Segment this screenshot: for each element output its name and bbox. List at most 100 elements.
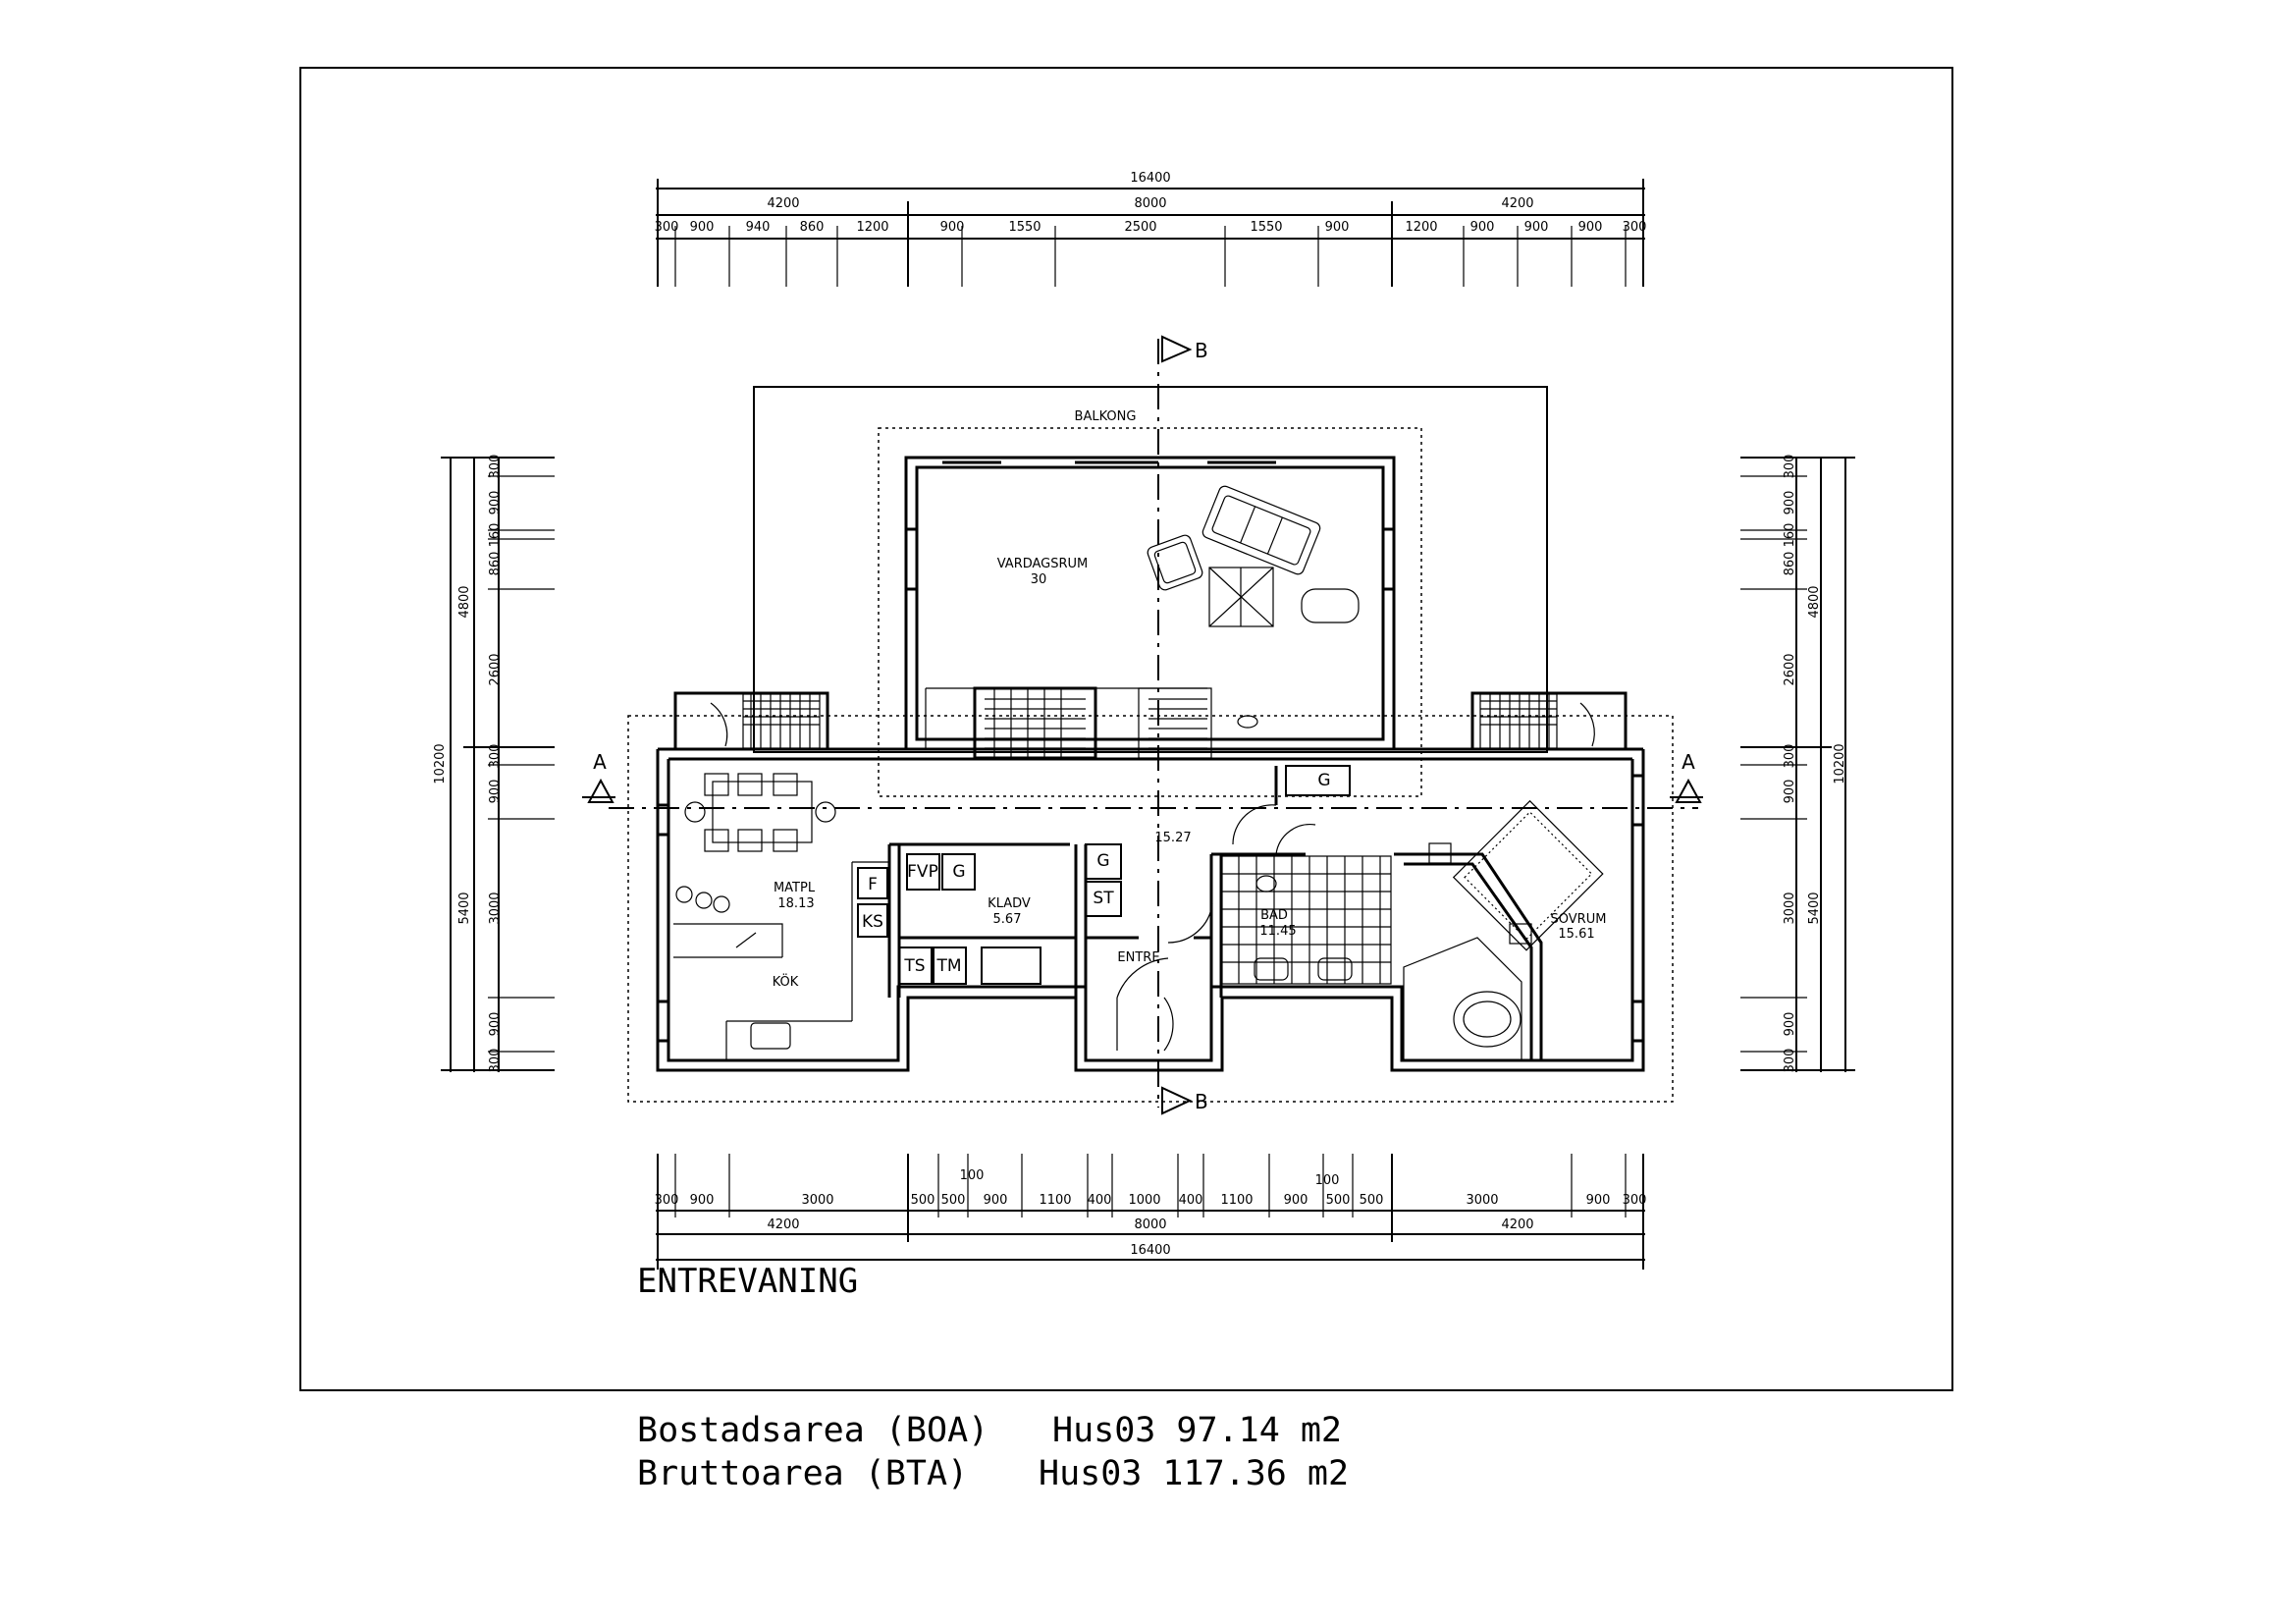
- dim-bottom-detail: 1000: [1128, 1193, 1160, 1208]
- main-block-walls: [656, 691, 1645, 1072]
- bedroom-bed: [1428, 799, 1604, 951]
- stair-main: [925, 686, 1258, 760]
- dim-bottom-mid: 4200: [767, 1217, 799, 1232]
- dim-right-mid: 5400: [1807, 892, 1822, 924]
- upper-overhang: [878, 427, 1422, 797]
- interior-partitions: [887, 766, 1543, 1060]
- dim-right-detail: 300: [1783, 1049, 1797, 1073]
- dim-top-detail: 1200: [856, 220, 888, 235]
- room-area-kladv: 5.67: [993, 912, 1022, 927]
- dim-top-total: 16400: [1130, 171, 1170, 186]
- dim-top-mid: 8000: [1134, 196, 1166, 211]
- dim-left-total: 10200: [433, 743, 448, 784]
- dim-bottom-detail: 400: [1088, 1193, 1112, 1208]
- dim-bottom-detail: 1100: [1220, 1193, 1253, 1208]
- balcony-outline: [753, 386, 1548, 753]
- boa-label: Bostadsarea (BOA): [637, 1411, 988, 1450]
- section-a-right-label: A: [1682, 750, 1695, 774]
- dim-left-detail: 860: [488, 552, 503, 576]
- dim-top-mid: 4200: [1501, 196, 1533, 211]
- bta-value: Hus03 117.36 m2: [1039, 1454, 1349, 1493]
- fixture-boxes: [857, 765, 1351, 985]
- dim-top-detail: 900: [1578, 220, 1603, 235]
- room-name-kladv: KLADV: [988, 896, 1031, 911]
- room-name-bad: BAD: [1260, 908, 1288, 923]
- section-b-bottom-label: B: [1195, 1090, 1208, 1113]
- dim-right-total: 10200: [1833, 743, 1847, 784]
- dim-top-detail: 860: [800, 220, 825, 235]
- dim-left-mid: 4800: [457, 585, 472, 618]
- drawing-title: ENTREVANING: [637, 1262, 858, 1301]
- dim-top-detail: 2500: [1124, 220, 1156, 235]
- dim-bottom-detail: 300: [1623, 1193, 1647, 1208]
- fixture-st-label: ST: [1093, 889, 1114, 908]
- room-area-sovrum: 15.61: [1558, 927, 1594, 942]
- living-room-furniture: [1147, 485, 1360, 627]
- dim-right-detail: 300: [1783, 744, 1797, 769]
- dim-bottom-extra: 100: [1315, 1173, 1340, 1188]
- dim-bottom-detail: 500: [911, 1193, 935, 1208]
- lower-overhang: [627, 715, 1674, 1103]
- dim-right-detail: 160: [1783, 523, 1797, 548]
- dim-top-mid: 4200: [767, 196, 799, 211]
- dim-left-detail: 2600: [488, 653, 503, 685]
- dim-right-detail: 900: [1783, 780, 1797, 804]
- room-name-balkong: BALKONG: [1075, 409, 1137, 424]
- dim-bottom-total: 16400: [1130, 1243, 1170, 1258]
- dim-left-detail: 300: [488, 1049, 503, 1073]
- room-name-entre: ENTRE: [1117, 950, 1159, 965]
- dim-bottom-detail: 3000: [801, 1193, 833, 1208]
- dim-top-detail: 300: [655, 220, 679, 235]
- dim-top-detail: 900: [940, 220, 965, 235]
- room-area-hall: 15.27: [1154, 831, 1191, 845]
- dim-left-detail: 3000: [488, 892, 503, 924]
- dim-bottom-extra: 100: [960, 1168, 985, 1183]
- fixture-tm-label: TM: [935, 956, 961, 976]
- fixture-fvp-label: FVP: [907, 862, 938, 882]
- doors: [1116, 804, 1316, 1052]
- dim-left-detail: 300: [488, 455, 503, 479]
- dim-top-detail: 940: [746, 220, 771, 235]
- fixture-g-label: G: [952, 862, 965, 882]
- dim-left-detail: 900: [488, 780, 503, 804]
- living-room-walls: [904, 456, 1396, 751]
- dim-top-detail: 1550: [1008, 220, 1041, 235]
- room-area-vardagsrum: 30: [1031, 572, 1047, 587]
- drawing-frame: [299, 67, 1953, 1391]
- dim-left-detail: 900: [488, 1012, 503, 1037]
- dim-top-detail: 1550: [1250, 220, 1282, 235]
- room-name-kok: KÖK: [773, 973, 799, 990]
- dim-top-detail: 900: [1524, 220, 1549, 235]
- dim-bottom-mid: 4200: [1501, 1217, 1533, 1232]
- fixture-g-label: G: [1096, 851, 1109, 871]
- section-a-left-label: A: [593, 750, 607, 774]
- fixture-g-label: G: [1317, 771, 1330, 790]
- dim-right-detail: 900: [1783, 491, 1797, 515]
- dim-right-detail: 300: [1783, 455, 1797, 479]
- dim-left-detail: 900: [488, 491, 503, 515]
- dim-left-detail: 300: [488, 744, 503, 769]
- stair-left: [710, 693, 821, 749]
- fixture-ts-label: TS: [903, 956, 925, 976]
- dim-bottom-detail: 500: [1326, 1193, 1351, 1208]
- stair-right: [1479, 693, 1595, 749]
- bta-label: Bruttoarea (BTA): [637, 1454, 968, 1493]
- room-name-vardagsrum: VARDAGSRUM: [997, 557, 1089, 571]
- dim-left-mid: 5400: [457, 892, 472, 924]
- bathroom-tiles: [1221, 855, 1522, 1061]
- dim-left-detail: 160: [488, 523, 503, 548]
- dim-bottom-detail: 3000: [1466, 1193, 1498, 1208]
- dim-right-mid: 4800: [1807, 585, 1822, 618]
- dim-top-detail: 900: [1325, 220, 1350, 235]
- dim-bottom-detail: 400: [1179, 1193, 1203, 1208]
- fixture-f-label: F: [868, 875, 878, 894]
- dim-bottom-detail: 900: [984, 1193, 1008, 1208]
- dim-right-detail: 2600: [1783, 653, 1797, 685]
- dim-bottom-mid: 8000: [1134, 1217, 1166, 1232]
- section-b-top-label: B: [1195, 339, 1208, 362]
- dim-bottom-detail: 500: [1360, 1193, 1384, 1208]
- bottom-dimensions: 100 100 300 900 3000 500 500 900 1100 40…: [655, 1154, 1647, 1270]
- dim-right-detail: 3000: [1783, 892, 1797, 924]
- kitchen-fittings: [673, 861, 889, 1060]
- boa-value: Hus03 97.14 m2: [1052, 1411, 1342, 1450]
